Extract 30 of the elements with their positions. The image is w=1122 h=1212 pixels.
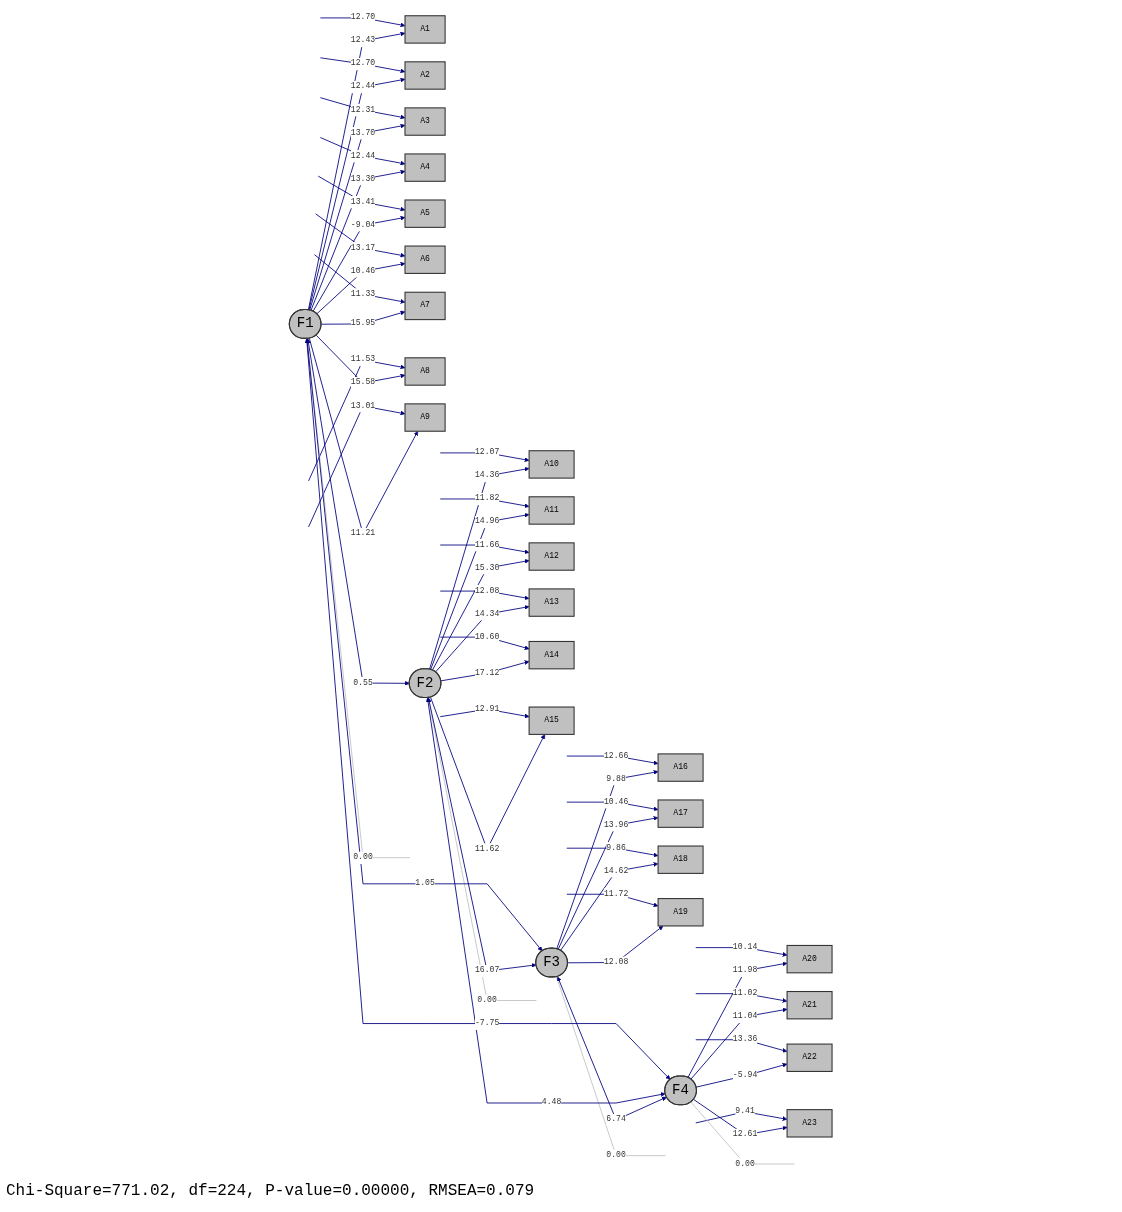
variable-box: A7 <box>404 291 446 321</box>
variable-box: A22 <box>786 1043 833 1072</box>
variable-box: A3 <box>404 107 446 136</box>
variable-box: A23 <box>786 1109 833 1138</box>
variable-box: A9 <box>404 403 446 432</box>
factor-ellipse: F2 <box>408 668 442 698</box>
variable-box: A11 <box>528 496 575 525</box>
variable-box: A4 <box>404 153 446 182</box>
fit-statistics-caption: Chi-Square=771.02, df=224, P-value=0.00000, RMSEA=0.079 <box>6 1182 535 1200</box>
variable-box: A1 <box>404 15 446 44</box>
factor-ellipse: F3 <box>535 947 569 978</box>
variable-box: A8 <box>404 357 446 386</box>
variable-box: A12 <box>528 542 575 571</box>
factor-ellipse: F1 <box>289 309 322 339</box>
variable-box: A13 <box>528 588 575 617</box>
variable-box: A16 <box>657 753 704 782</box>
variable-box: A2 <box>404 61 446 90</box>
variable-box: A21 <box>786 991 833 1020</box>
path-diagram: 12.70 12.70 12.31 12.44 13.41 13.17 11.33 11.53 13.01 12.07 11.82 11.66 12.08 10.60 12.91 12.66 10.46 9.86 11.72 10.14 11.02 13.36 9.41 12.43 12.44 13.70 13.30 -9.04 10.46 15.95 15.58 11.21 14.36 14.96 15.30 14.34 17.12 11.62 9.88 13.96 14.62 12.08 11.98 11.04 -5.94 12.61 0.00 0.00 0.00 0.00 0.55 1.05 16.07 -7.75 4.48 6.74 A1 A2 A3 A4 A5 A6 A7 A8 A9 A10 A11 A12 A13 A14 A15 A16 A17 A18 A19 A20 A21 A22 A23 F1 F2 F3 F4 <box>285 6 837 1176</box>
connector <box>690 1101 796 1165</box>
variable-box: A10 <box>528 450 575 479</box>
factor-ellipse: F4 <box>664 1075 698 1106</box>
variable-box: A19 <box>657 898 704 927</box>
variable-box: A17 <box>657 799 704 828</box>
variable-box: A18 <box>657 845 704 874</box>
variable-box: A5 <box>404 199 446 228</box>
variable-box: A14 <box>528 640 575 670</box>
variable-box: A15 <box>528 706 575 735</box>
variable-box: A20 <box>786 944 833 974</box>
variable-box: A6 <box>404 245 446 274</box>
